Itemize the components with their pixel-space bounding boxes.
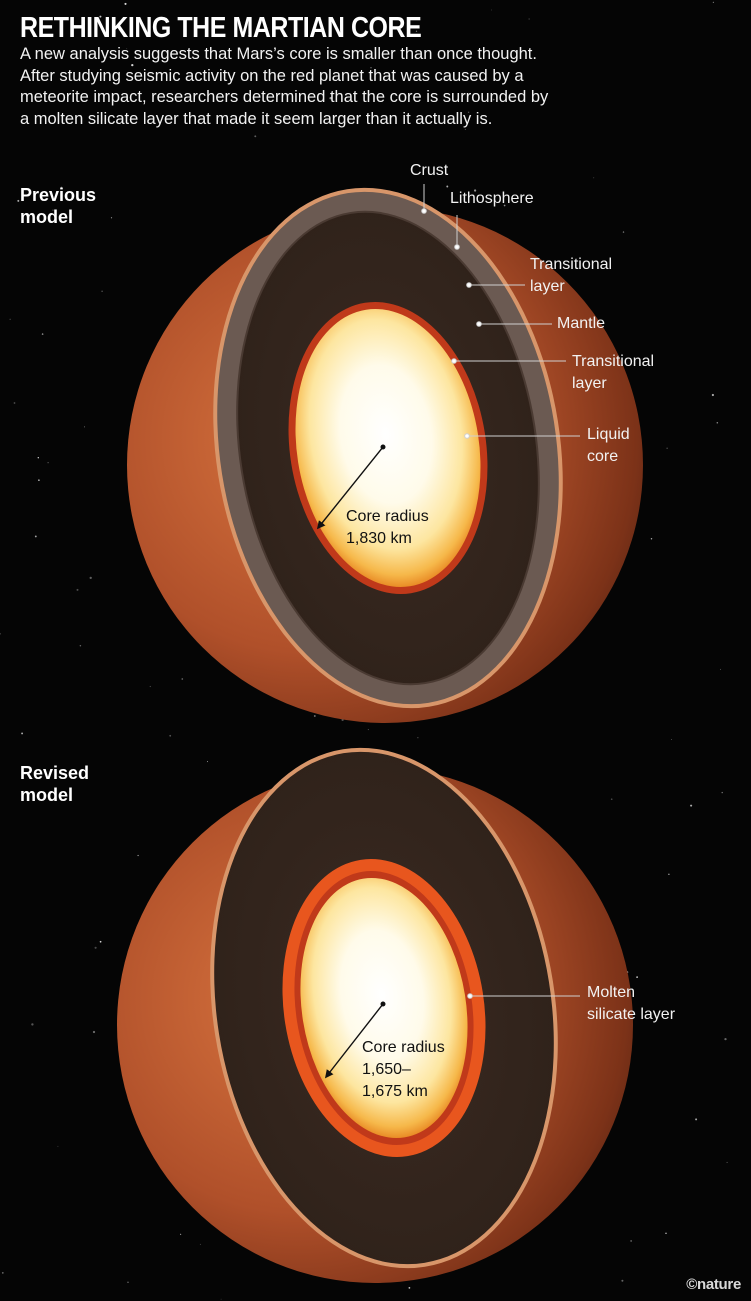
star xyxy=(57,1145,59,1147)
core-radius-arrow xyxy=(316,446,384,530)
star xyxy=(131,63,134,67)
star xyxy=(415,30,418,32)
star xyxy=(666,447,668,449)
star xyxy=(630,1240,632,1242)
star xyxy=(370,67,372,69)
star xyxy=(711,393,715,397)
label-molten-silicate-layer: Molten silicate layer xyxy=(587,984,676,1023)
star xyxy=(622,231,625,233)
label-core-radius-revised: Core radius 1,650– 1,675 km xyxy=(362,1039,445,1100)
star xyxy=(126,48,128,50)
page-title: RETHINKING THE MARTIAN CORE xyxy=(20,12,422,44)
revised-liquid-core xyxy=(300,877,468,1139)
previous-model-heading: Previous model xyxy=(20,185,97,227)
star xyxy=(52,209,54,211)
star xyxy=(127,1281,129,1284)
star xyxy=(206,761,209,763)
star xyxy=(180,1233,182,1235)
star xyxy=(79,645,82,647)
star xyxy=(38,479,40,481)
star xyxy=(446,185,449,188)
star xyxy=(60,186,62,188)
star xyxy=(284,116,287,119)
star xyxy=(726,1161,728,1163)
star xyxy=(84,426,86,428)
star xyxy=(593,177,595,179)
label-crust: Crust xyxy=(410,162,449,179)
star xyxy=(149,685,151,688)
star xyxy=(621,1279,624,1282)
star xyxy=(503,204,506,207)
star xyxy=(76,588,79,591)
previous-model-diagram xyxy=(127,184,643,723)
star xyxy=(169,734,172,737)
revised-model-diagram xyxy=(117,747,633,1283)
star xyxy=(720,668,722,670)
star xyxy=(92,1030,96,1034)
star xyxy=(1,1272,4,1274)
revised-core-radius-arrow xyxy=(324,1003,384,1079)
intro-text: A new analysis suggests that Mars’s core… xyxy=(20,45,549,128)
star xyxy=(41,333,44,335)
star xyxy=(13,402,16,404)
star xyxy=(254,135,257,138)
star xyxy=(716,421,719,424)
star xyxy=(367,729,369,731)
star xyxy=(408,1286,411,1289)
label-transitional-layer-inner: Transitional layer xyxy=(572,353,655,392)
star xyxy=(528,18,530,20)
star xyxy=(9,318,11,320)
star xyxy=(37,457,39,459)
star xyxy=(329,97,332,100)
star xyxy=(636,976,638,978)
star xyxy=(671,739,672,740)
star xyxy=(668,873,670,875)
star xyxy=(467,111,470,114)
star xyxy=(721,791,723,794)
star xyxy=(31,1023,34,1026)
star xyxy=(34,535,37,538)
star xyxy=(99,15,102,18)
star xyxy=(492,98,495,101)
star xyxy=(610,798,613,801)
star xyxy=(220,1298,222,1300)
revised-model-heading: Revised model xyxy=(20,763,90,805)
star xyxy=(124,2,127,5)
star xyxy=(199,1243,201,1245)
liquid-core xyxy=(295,308,481,588)
star xyxy=(473,189,477,192)
star xyxy=(650,538,653,540)
star xyxy=(0,633,1,635)
label-lithosphere: Lithosphere xyxy=(450,190,534,207)
label-liquid-core: Liquid core xyxy=(587,426,630,465)
star xyxy=(724,1037,727,1041)
star xyxy=(665,1232,667,1235)
star xyxy=(101,290,103,293)
star xyxy=(695,1118,698,1121)
star xyxy=(417,737,419,739)
star xyxy=(21,732,24,735)
star xyxy=(464,128,466,130)
star xyxy=(313,715,316,717)
star xyxy=(110,217,113,219)
star xyxy=(17,199,20,202)
star xyxy=(493,199,496,202)
nature-credit: ©nature xyxy=(686,1276,741,1293)
star xyxy=(99,940,102,943)
star xyxy=(247,35,249,37)
label-transitional-layer-outer: Transitional layer xyxy=(530,256,613,295)
star xyxy=(94,946,97,949)
label-core-radius-previous: Core radius 1,830 km xyxy=(346,508,429,547)
star xyxy=(712,1,715,4)
star xyxy=(137,854,139,857)
star xyxy=(89,576,92,580)
star xyxy=(181,678,184,680)
star xyxy=(491,9,492,11)
star xyxy=(47,462,49,464)
label-mantle: Mantle xyxy=(557,315,606,332)
star xyxy=(690,804,693,807)
